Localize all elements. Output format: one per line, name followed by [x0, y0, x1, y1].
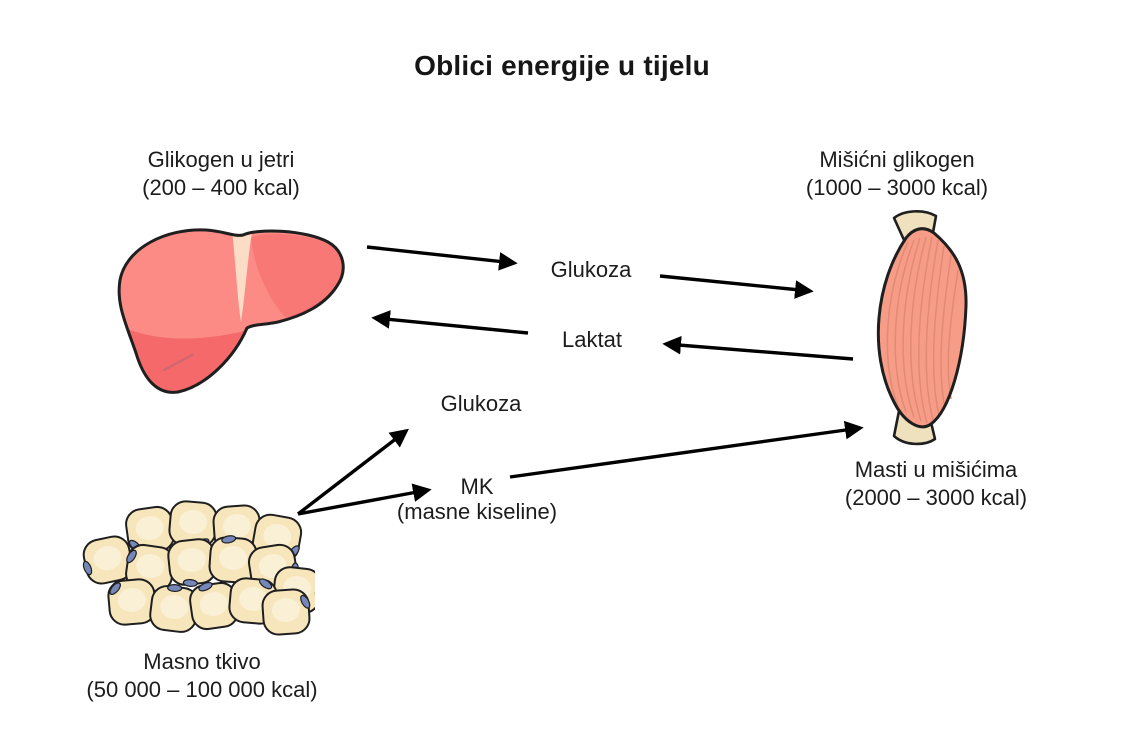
fat-cell [189, 581, 239, 631]
liver-right-lobe-shade [251, 234, 343, 318]
liver-crease [162, 353, 194, 372]
liver-ligament [232, 231, 252, 322]
fat-cell-nucleus [182, 578, 198, 588]
muscle-glycogen-name: Mišićni glikogen [819, 147, 975, 172]
fatty-acids-label: MK (masne kiseline) [397, 474, 557, 524]
arrow-liver-to-glucose [366, 245, 518, 271]
fatty-acids-full: (masne kiseline) [396, 499, 558, 524]
fat-cell [261, 588, 311, 636]
fat-cell-nucleus [221, 535, 237, 544]
lactate-label: Laktat [562, 327, 622, 352]
muscle-belly [878, 228, 967, 427]
fatty-acids-abbr: MK [460, 474, 494, 499]
muscle-fat-name: Masti u mišićima [854, 457, 1018, 482]
muscle-glycogen-kcal: (1000 – 3000 kcal) [805, 175, 989, 200]
muscle-outline [876, 227, 968, 429]
fat-cell-nucleus [82, 560, 93, 576]
arrow-lactate-to-liver [371, 310, 529, 335]
arrow-muscle-to-lactate [662, 335, 854, 361]
fat-cell [125, 505, 175, 555]
liver-glycogen-kcal: (200 – 400 kcal) [142, 175, 300, 200]
liver-outline [117, 228, 345, 394]
diagram-title: Oblici energije u tijelu [414, 50, 710, 81]
muscle-fat-kcal: (2000 – 3000 kcal) [844, 485, 1028, 510]
arrow-fatty-acids-to-muscle [509, 420, 864, 479]
muscle-glycogen-label: Mišićni glikogen (1000 – 3000 kcal) [806, 146, 988, 202]
glucose-liver-muscle-label: Glukoza [550, 257, 632, 282]
arrow-glucose-to-muscle [659, 274, 814, 299]
adipose-illustration [82, 500, 315, 636]
fat-cell [82, 535, 134, 585]
adipose-tissue-label: Masno tkivo (50 000 – 100 000 kcal) [86, 648, 317, 704]
fat-cell-nucleus [167, 584, 183, 593]
fat-cell-nucleus [258, 578, 273, 590]
fat-cells [82, 500, 315, 636]
liver-glycogen-name: Glikogen u jetri [147, 147, 295, 172]
adipose-tissue-kcal: (50 000 – 100 000 kcal) [86, 677, 318, 702]
fat-cell-nucleus [300, 594, 311, 609]
fat-cell-nucleus [109, 582, 121, 596]
liver-illustration [117, 228, 345, 394]
muscle-striations [886, 236, 959, 424]
fat-cell-nucleus [198, 581, 213, 592]
muscle-illustration [876, 210, 968, 446]
fat-cell-nucleus [126, 549, 137, 564]
fat-cell [167, 538, 217, 588]
fat-cell [208, 535, 258, 584]
adipose-tissue-name: Masno tkivo [143, 649, 261, 674]
muscle-fat-label: Masti u mišićima (2000 – 3000 kcal) [845, 456, 1027, 512]
glucose-from-adipose-label: Glukoza [440, 391, 522, 416]
liver-glycogen-label: Glikogen u jetri (200 – 400 kcal) [142, 146, 300, 202]
fat-cell [107, 578, 157, 626]
